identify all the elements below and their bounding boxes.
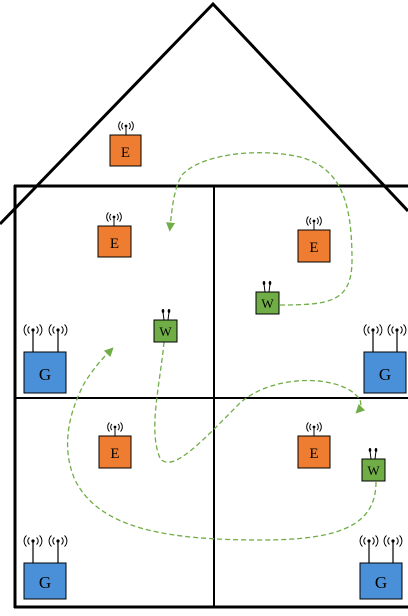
path-attic-loop xyxy=(166,152,353,306)
gateway-lower-right: G xyxy=(359,534,403,600)
wearable-label: W xyxy=(261,296,274,311)
endpoint-upper-left: E xyxy=(97,212,132,258)
endpoint-label: E xyxy=(110,236,119,252)
antenna-icon xyxy=(48,534,68,564)
endpoint-lower-left: E xyxy=(98,422,132,469)
gateway-label: G xyxy=(375,573,387,592)
endpoint-label: E xyxy=(110,446,119,462)
antenna-icon xyxy=(106,212,122,227)
gateway-label: G xyxy=(39,365,51,384)
antenna-icon xyxy=(383,534,403,564)
endpoint-upper-right: E xyxy=(297,216,331,263)
roof xyxy=(0,1,408,226)
endpoint-label: E xyxy=(121,145,130,161)
antenna-icon xyxy=(359,534,379,564)
antenna-icon xyxy=(107,422,123,437)
path-center-loop xyxy=(154,341,366,463)
antenna-icon xyxy=(363,323,383,353)
gateway-label: G xyxy=(379,365,391,384)
endpoint-label: E xyxy=(309,446,318,462)
wearable-label: W xyxy=(367,463,380,478)
wearable-center: W xyxy=(153,308,178,343)
wearable-label: W xyxy=(159,324,172,339)
antenna-icon xyxy=(306,422,322,437)
gateway-upper-right: G xyxy=(363,323,407,394)
gateway-label: G xyxy=(39,573,51,592)
antenna-icon xyxy=(118,121,134,136)
antenna-icon xyxy=(161,308,171,321)
antenna-icon xyxy=(306,216,322,231)
antenna-icon xyxy=(48,323,68,353)
antenna-icon xyxy=(23,534,43,564)
gateway-upper-left: G xyxy=(23,323,68,394)
antenna-icon xyxy=(368,447,378,460)
wearable-lower-right: W xyxy=(361,447,386,482)
endpoint-label: E xyxy=(309,240,318,256)
gateway-lower-left: G xyxy=(23,534,68,600)
antenna-icon xyxy=(262,280,272,293)
movement-paths xyxy=(66,152,377,541)
endpoint-lower-right: E xyxy=(297,422,331,469)
antenna-icon xyxy=(387,323,407,353)
path-lower-loop xyxy=(66,347,377,541)
endpoint-attic: E xyxy=(109,121,142,167)
antenna-icon xyxy=(23,323,43,353)
wearable-upper-right: W xyxy=(255,280,280,315)
